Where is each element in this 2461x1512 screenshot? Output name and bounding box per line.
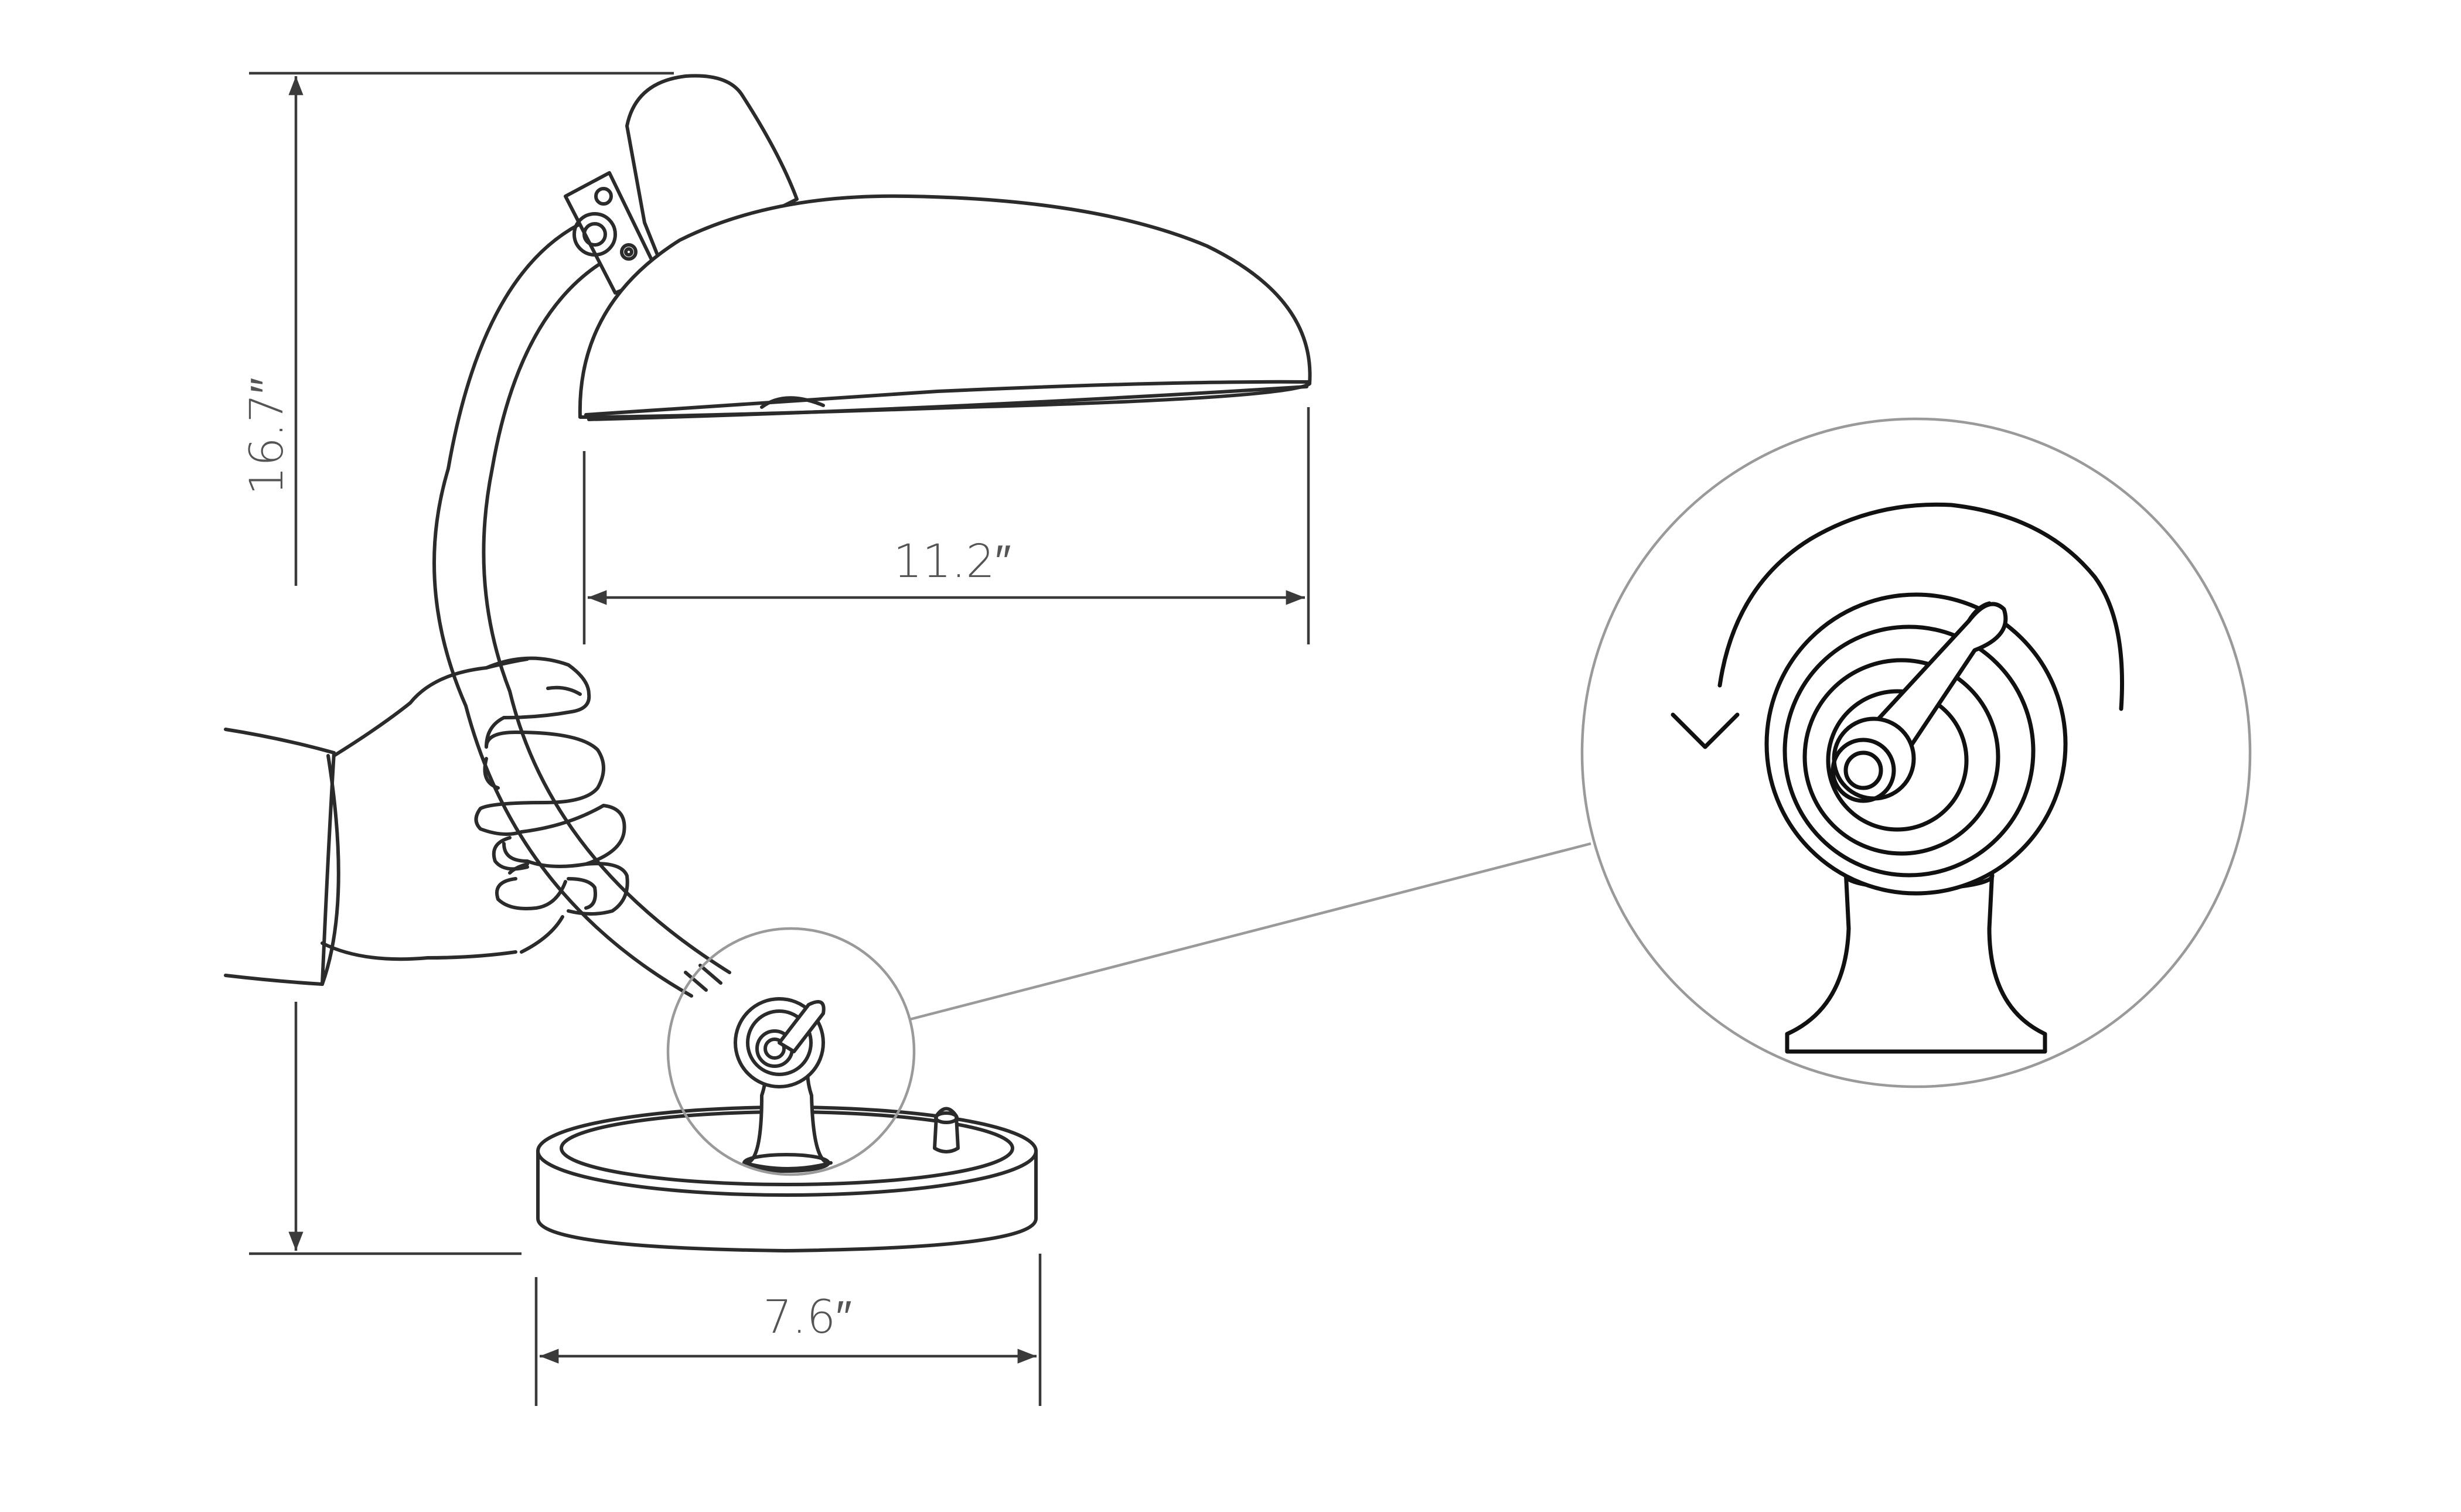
counter-clockwise-rotate-arrow-icon bbox=[1717, 502, 2124, 711]
callout-leader-line bbox=[909, 842, 1591, 1021]
callout-zoom-circle bbox=[1580, 417, 2252, 1088]
desk-lamp bbox=[432, 74, 1312, 1252]
height-label: 16.7″ bbox=[241, 377, 294, 495]
hand-top-edge bbox=[332, 657, 529, 757]
lamp-arm-outer bbox=[432, 218, 693, 998]
detail-callout bbox=[666, 417, 2252, 1176]
palm-edge bbox=[520, 915, 564, 954]
fingertip bbox=[495, 877, 567, 910]
hand-bottom-edge bbox=[321, 941, 517, 961]
callout-source-circle bbox=[666, 927, 916, 1176]
knob-stem bbox=[1785, 868, 2047, 1054]
base-width-label: 7.6″ bbox=[763, 1291, 852, 1344]
hand-illustration bbox=[224, 656, 629, 986]
finger-index bbox=[485, 731, 605, 804]
lamp-head bbox=[564, 74, 1312, 421]
sleeve bbox=[224, 728, 336, 986]
rotate-arrowhead bbox=[1671, 712, 1740, 749]
lamp-base bbox=[536, 1105, 1038, 1252]
knob-outer-disc bbox=[1764, 592, 2068, 896]
shade-width-dimension: 11.2″ bbox=[582, 407, 1310, 644]
base-width-dimension: 7.6″ bbox=[534, 1254, 1042, 1406]
shade-width-label: 11.2″ bbox=[893, 535, 1011, 588]
lower-joint bbox=[734, 997, 833, 1173]
zoomed-knob-detail bbox=[1671, 502, 2124, 1054]
thumb bbox=[485, 656, 591, 719]
finger-middle bbox=[520, 804, 626, 868]
height-dimension: 16.7″ bbox=[241, 71, 674, 1255]
bulb-edge bbox=[760, 396, 825, 409]
finger-ring bbox=[567, 862, 629, 916]
